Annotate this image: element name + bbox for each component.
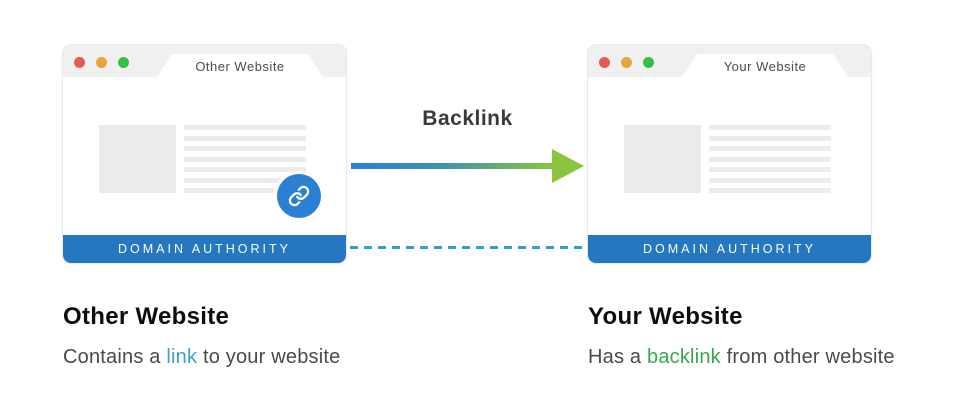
maximize-dot-icon bbox=[118, 57, 129, 68]
text-line bbox=[184, 177, 306, 183]
window-controls bbox=[74, 57, 129, 68]
tab-title: Other Website bbox=[195, 59, 285, 74]
domain-authority-bar: DOMAIN AUTHORITY bbox=[588, 235, 871, 263]
text-line bbox=[709, 156, 831, 162]
text-line bbox=[184, 156, 306, 162]
window-body bbox=[588, 77, 871, 235]
link-icon bbox=[288, 185, 310, 207]
text-line bbox=[709, 125, 831, 130]
text-line bbox=[709, 167, 831, 172]
link-badge bbox=[277, 174, 321, 218]
window-body bbox=[63, 77, 346, 235]
browser-window-your-website: Your Website DOMAIN AUTHORITY bbox=[588, 45, 871, 263]
text-line bbox=[709, 146, 831, 151]
browser-tab: Other Website bbox=[157, 54, 323, 77]
caption-text-after: to your website bbox=[197, 346, 341, 368]
text-line bbox=[184, 146, 306, 151]
link-highlight[interactable]: link bbox=[166, 346, 198, 368]
image-placeholder bbox=[624, 125, 701, 193]
text-line bbox=[709, 188, 831, 193]
left-caption-title: Other Website bbox=[63, 303, 230, 330]
window-header: Your Website bbox=[588, 45, 871, 77]
backlink-arrow-head-icon bbox=[552, 149, 584, 183]
text-line bbox=[184, 188, 306, 193]
close-dot-icon bbox=[74, 57, 85, 68]
arrow-label: Backlink bbox=[422, 107, 513, 130]
caption-text-after: from other website bbox=[720, 346, 895, 368]
tab-title: Your Website bbox=[723, 59, 807, 74]
text-line bbox=[184, 167, 306, 172]
minimize-dot-icon bbox=[96, 57, 107, 68]
text-line bbox=[184, 135, 306, 141]
backlink-arrow-line bbox=[351, 163, 554, 169]
text-line bbox=[709, 177, 831, 183]
minimize-dot-icon bbox=[621, 57, 632, 68]
maximize-dot-icon bbox=[643, 57, 654, 68]
text-line bbox=[184, 125, 306, 130]
left-caption-text: Contains a link to your website bbox=[63, 346, 340, 369]
caption-text-before: Has a bbox=[588, 346, 648, 368]
domain-authority-dashed-connector bbox=[350, 246, 586, 249]
browser-tab: Your Website bbox=[682, 54, 848, 77]
window-header: Other Website bbox=[63, 45, 346, 77]
close-dot-icon bbox=[599, 57, 610, 68]
backlink-highlight[interactable]: backlink bbox=[647, 346, 721, 368]
caption-text-before: Contains a bbox=[63, 346, 167, 368]
domain-authority-bar: DOMAIN AUTHORITY bbox=[63, 235, 346, 263]
text-placeholder-lines bbox=[184, 125, 306, 193]
text-line bbox=[709, 135, 831, 141]
browser-window-other-website: Other Website bbox=[63, 45, 346, 263]
text-placeholder-lines bbox=[709, 125, 831, 193]
image-placeholder bbox=[99, 125, 176, 193]
right-caption-title: Your Website bbox=[588, 303, 743, 330]
window-controls bbox=[599, 57, 654, 68]
right-caption-text: Has a backlink from other website bbox=[588, 346, 895, 369]
